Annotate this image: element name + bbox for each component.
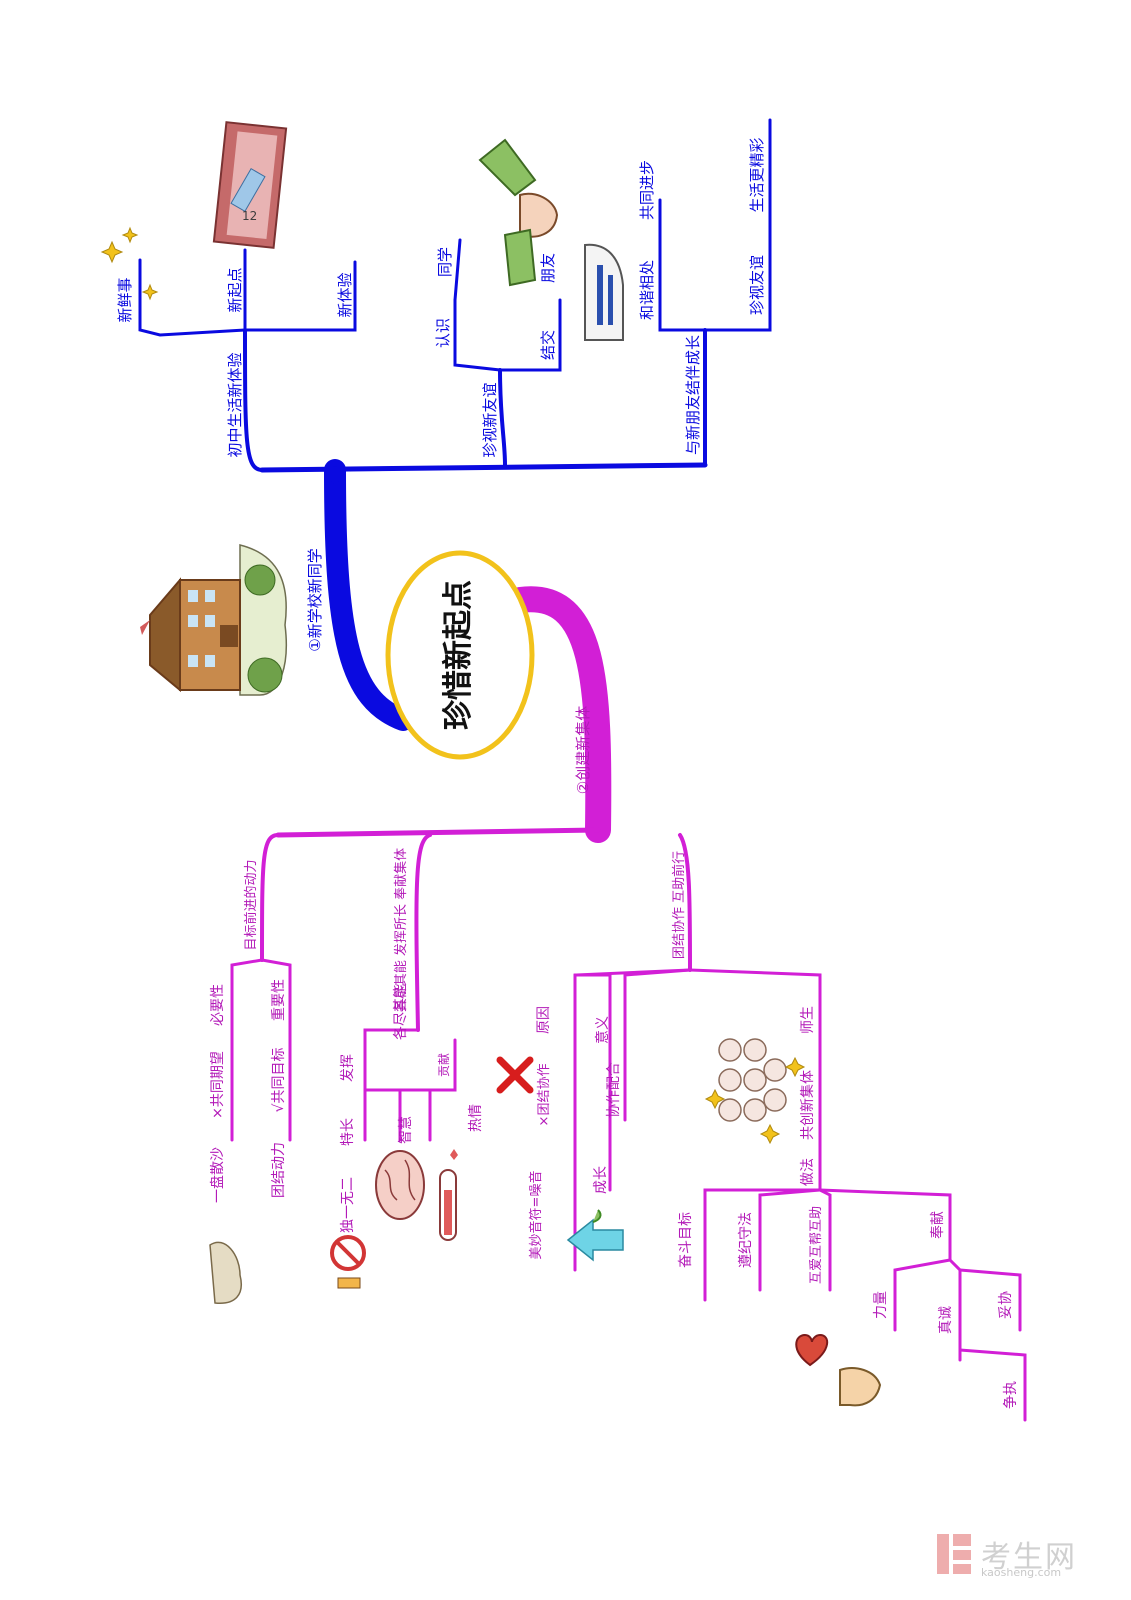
- build-collective-label: 共创新集体: [799, 1070, 816, 1140]
- handshake-icon: [478, 138, 559, 287]
- cherish-label: 珍视友谊: [748, 255, 766, 315]
- necessity-label: 必要性: [210, 984, 226, 1026]
- new-start-label: 新起点: [226, 267, 244, 312]
- branch-two-labels: ②创建新集体 目标前进的动力 必要性 重要性 ×共同期望 √共同目标 一盘散沙 …: [209, 706, 1019, 1409]
- center-title: 珍惜新起点: [441, 580, 476, 730]
- dispute-label: 争执: [1003, 1381, 1019, 1409]
- brain-icon: [375, 1150, 425, 1220]
- classmates-label: 同学: [436, 247, 454, 277]
- do-best-label: 各尽其能: [393, 984, 409, 1040]
- watermark-url: kaosheng.com: [981, 1566, 1062, 1579]
- compromise-label: 妥协: [998, 1291, 1014, 1319]
- progress-together-label: 共同进步: [638, 160, 656, 220]
- loose-sand-label: 一盘散沙: [209, 1147, 226, 1203]
- strength-label: 力量: [873, 1291, 889, 1319]
- wisdom-label: 智慧: [398, 1116, 414, 1144]
- meaning-label: 意义: [594, 1016, 611, 1044]
- sincerity-label: 真诚: [938, 1306, 954, 1334]
- dedication-label: 奉献: [930, 1211, 946, 1239]
- importance-label: 重要性: [271, 979, 287, 1021]
- center-node: 珍惜新起点: [385, 550, 535, 760]
- mutual-help-label: 互爱互帮互助: [809, 1206, 824, 1284]
- harmony-label: 和谐相处: [638, 260, 656, 320]
- unity-power-label: 团结动力: [271, 1142, 287, 1198]
- muscle-icon: [839, 1367, 882, 1407]
- branch-two-lines: [230, 586, 1027, 1422]
- new-things-label: 新鲜事: [116, 277, 134, 322]
- common-goal-label: √共同目标: [271, 1048, 287, 1113]
- goal-power-label: 目标前进的动力: [243, 859, 259, 950]
- sand-pile-icon: [209, 1241, 242, 1304]
- friends-label: 朋友: [539, 253, 557, 283]
- obey-law-label: 遵纪守法: [737, 1212, 754, 1268]
- teacher-student-label: 师生: [800, 1006, 816, 1034]
- make-label: 结交: [539, 330, 557, 360]
- know-label: 认识: [434, 318, 452, 348]
- branch-one-title: ①新学校新同学: [306, 548, 324, 651]
- thermometer-icon: [439, 1149, 458, 1241]
- note-noise-label: 美妙音符=噪音: [528, 1171, 544, 1260]
- common-expectation-label: ×共同期望: [210, 1051, 226, 1119]
- team-people-icon: [718, 1038, 787, 1122]
- grow-with-friends-label: 与新朋友结伴成长: [684, 335, 702, 455]
- unique-label: 独一无二: [340, 1177, 356, 1233]
- no-cooperation-label: ×团结协作: [537, 1064, 552, 1127]
- branch-one-lines: [138, 118, 772, 731]
- coordinate-label: 协作配合: [606, 1062, 622, 1118]
- watermark: 考生网 kaosheng.com: [937, 1532, 1097, 1582]
- reason-label: 原因: [536, 1006, 552, 1034]
- branch-two-title: ②创建新集体: [574, 706, 592, 794]
- svg-text:12: 12: [242, 209, 257, 223]
- passion-label: 热情: [468, 1104, 484, 1132]
- branch-one-labels: ①新学校新同学 初中生活新体验 新鲜事 新起点 新体验 珍视新友谊 认识 同学 …: [116, 137, 766, 651]
- method-label: 做法: [800, 1158, 816, 1186]
- school-building-icon: [140, 544, 287, 696]
- watermark-name: 考生网: [981, 1540, 1077, 1575]
- cooperation-label: 团结协作 互助前行: [671, 851, 687, 959]
- heart-icon: [795, 1333, 829, 1367]
- notebook-icon: 12: [212, 121, 288, 249]
- each-best-label: 各尽其能 发挥所长 奉献集体: [393, 848, 409, 1012]
- new-life-label: 初中生活新体验: [226, 352, 244, 457]
- struggle-goal-label: 奋斗目标: [678, 1212, 694, 1268]
- growth-label: 成长: [593, 1166, 609, 1194]
- cherish-friendship-label: 珍视新友谊: [481, 382, 499, 457]
- contribution-label: 贡献: [436, 1053, 451, 1077]
- ferry-icon: [584, 243, 624, 341]
- exert-label: 发挥: [340, 1054, 356, 1082]
- better-life-label: 生活更精彩: [748, 137, 766, 212]
- sparkle-icon: [100, 226, 806, 1145]
- new-experience-label: 新体验: [336, 272, 354, 317]
- red-x-icon: [496, 1056, 534, 1094]
- no-sign-icon: [330, 1235, 366, 1289]
- sprout-arrow-icon: [566, 1209, 624, 1262]
- watermark-logo-icon: [937, 1534, 971, 1574]
- specialty-label: 特长: [340, 1118, 356, 1146]
